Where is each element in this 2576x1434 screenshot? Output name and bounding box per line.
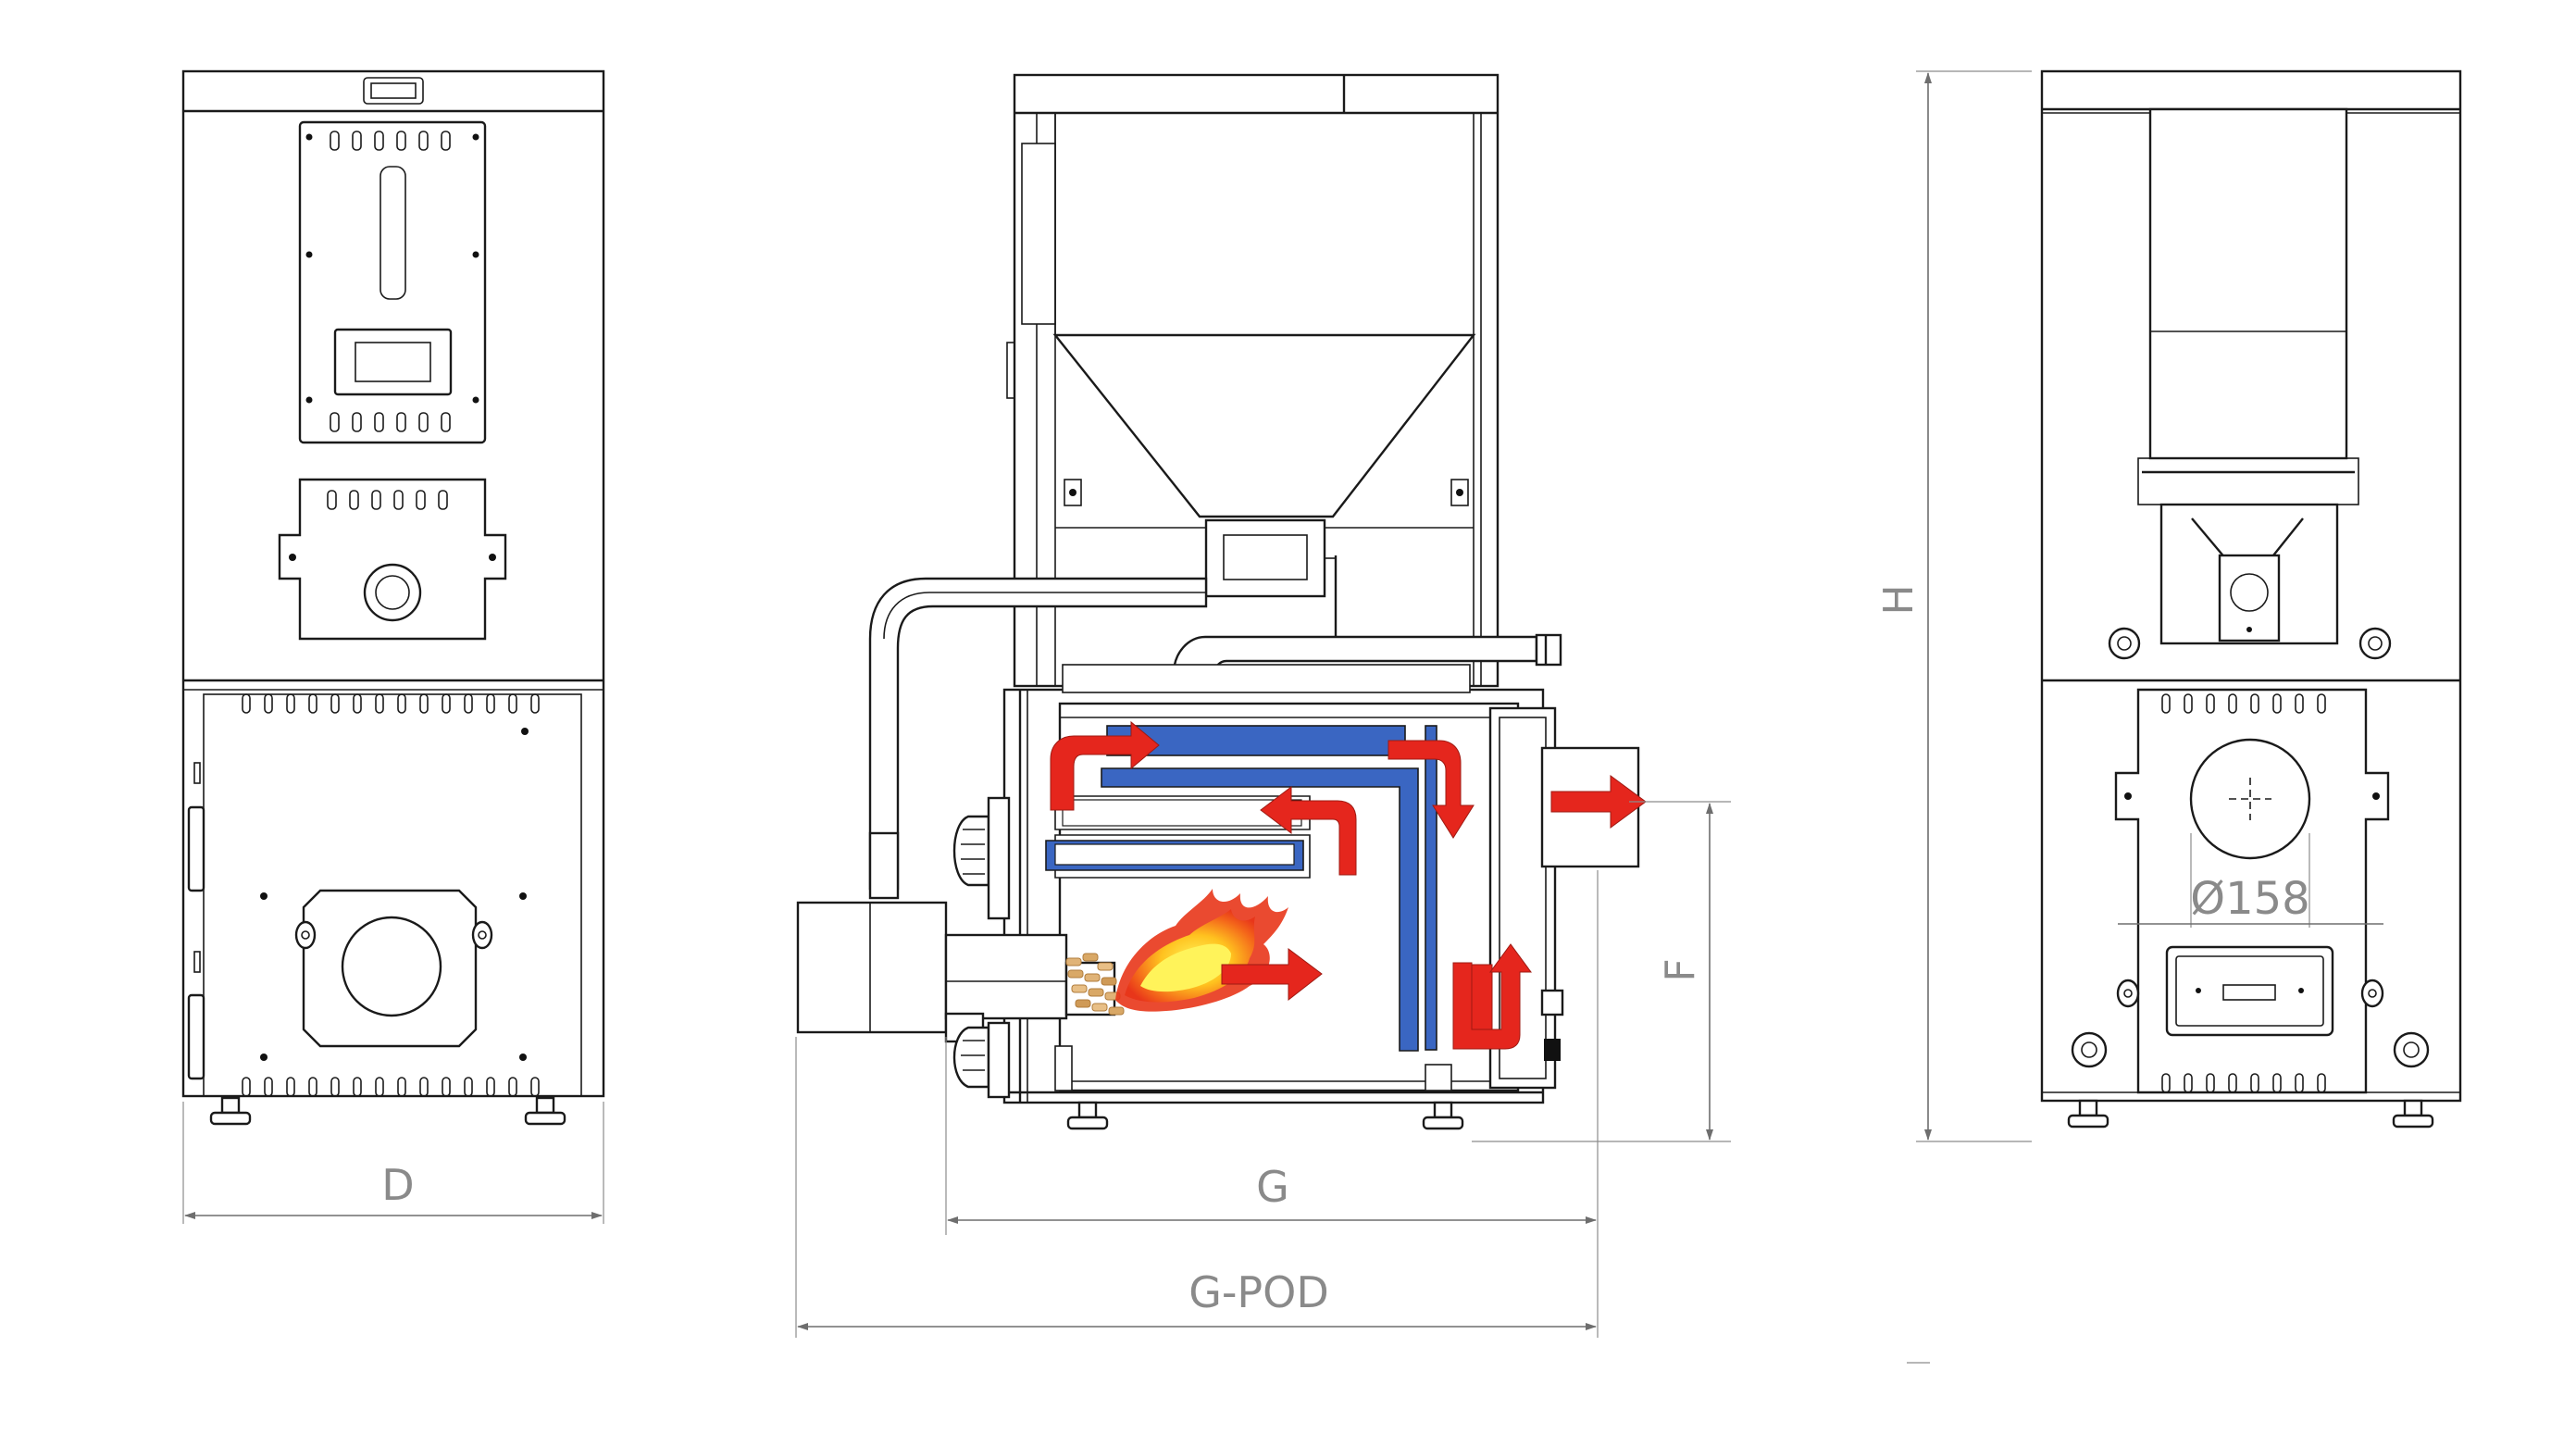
dimension-g-pod: [795, 1037, 1599, 1338]
door-handle-lower: [952, 1026, 990, 1089]
dimension-g-label: G: [1256, 1162, 1289, 1212]
dimension-g: [945, 870, 1599, 1235]
panel-slots-top: [330, 131, 451, 151]
feet-side: [1066, 1101, 1464, 1130]
door-hinges-left: [187, 762, 205, 1080]
dimension-d-label: D: [381, 1160, 414, 1210]
rear-slots-top: [2161, 693, 2326, 714]
dimension-h-label: H: [1875, 584, 1923, 615]
vent-slots-bottom: [242, 1077, 540, 1097]
dimension-d: [182, 1102, 604, 1224]
door-handle-upper: [952, 815, 990, 887]
vent-slots-top: [242, 693, 540, 714]
dimension-g-pod-label: G-POD: [1188, 1267, 1329, 1317]
dimension-f-label: F: [1657, 958, 1704, 981]
water-jacket: [1045, 725, 1437, 1052]
dimension-f: [1472, 801, 1731, 1142]
feet-front: [209, 1096, 566, 1126]
front-view: D: [181, 69, 605, 1224]
dimension-diameter: [2118, 833, 2383, 928]
dimension-diameter-label: Ø158: [2190, 873, 2309, 925]
panel-slots-bottom: [330, 412, 451, 432]
flange-slots: [327, 490, 448, 510]
feet-rear: [2067, 1099, 2434, 1128]
side-section-view: G G-POD F: [795, 73, 1731, 1338]
wood-pellets-icon: [1065, 953, 1125, 1016]
red-flow-arrow: [1050, 720, 1647, 1050]
rear-view: H: [1875, 69, 2462, 1364]
dimension-h: [1907, 70, 2032, 1364]
